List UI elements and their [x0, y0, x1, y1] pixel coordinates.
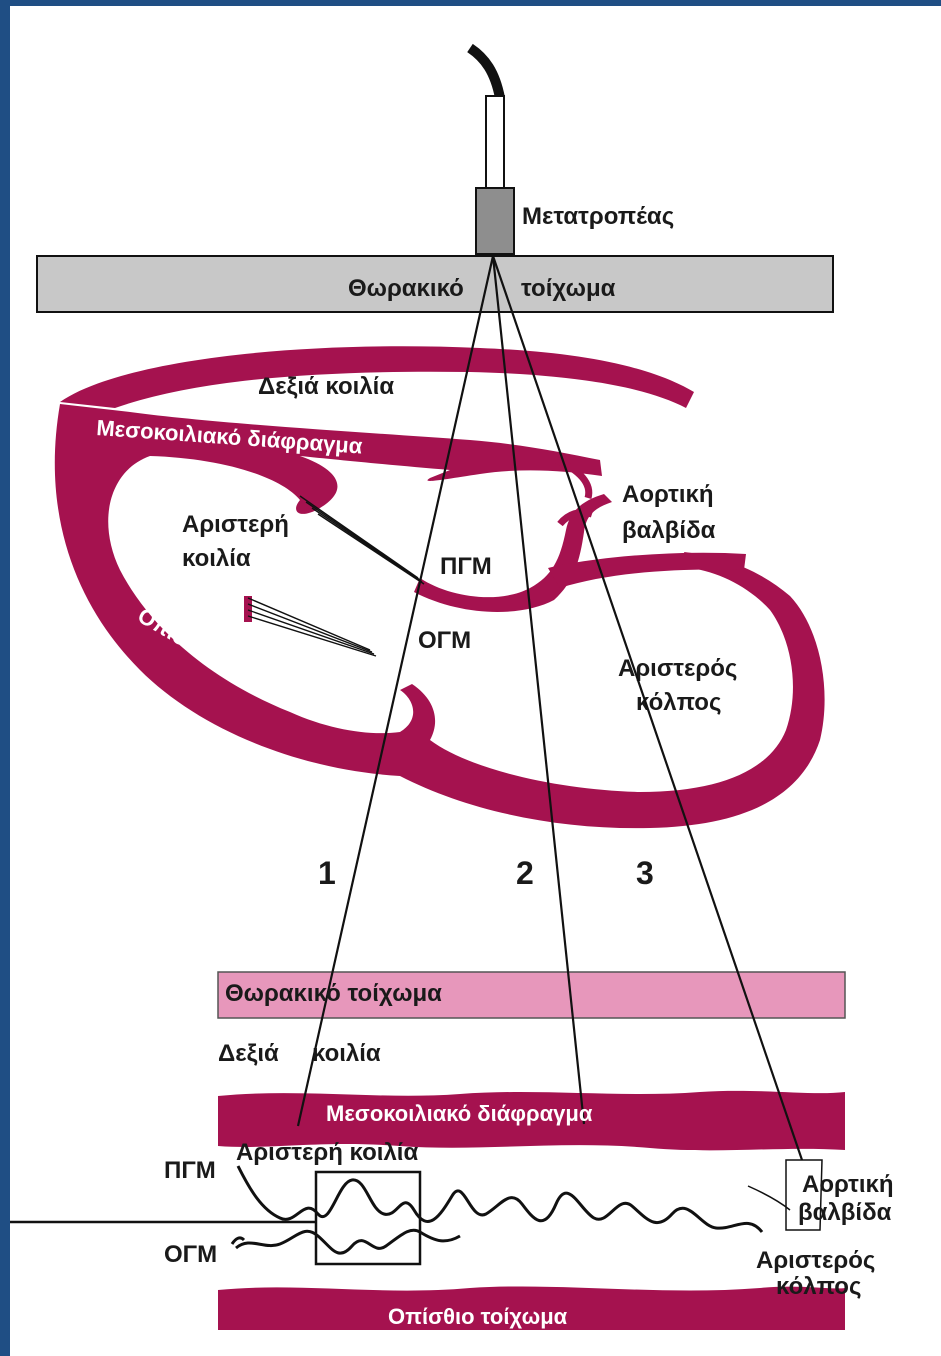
- mmode-label-aortic-1: Αορτική: [802, 1171, 894, 1198]
- chordae-upper: [300, 496, 424, 584]
- mmode-label-pmv: ΟΓΜ: [164, 1241, 217, 1268]
- label-la-1: Αριστερός: [618, 655, 737, 682]
- mmode-aortic-cusp: [748, 1186, 790, 1210]
- transducer-shaft: [486, 96, 504, 188]
- label-amv: ΠΓΜ: [440, 553, 492, 580]
- chest-wall-label-right: τοίχωμα: [521, 275, 616, 302]
- mmode-label-lv: Αριστερή κοιλία: [236, 1139, 418, 1166]
- mmode-label-rv-2: κοιλία: [312, 1040, 381, 1067]
- transducer-icon: [476, 188, 514, 254]
- label-lv-1: Αριστερή: [182, 511, 289, 538]
- beam-number-1: 1: [318, 855, 336, 891]
- label-aortic-1: Αορτική: [622, 481, 714, 508]
- mmode-label-amv: ΠΓΜ: [164, 1157, 216, 1184]
- mmode-label-la-1: Αριστερός: [756, 1247, 875, 1274]
- mmode-label-aortic-2: βαλβίδα: [798, 1199, 892, 1226]
- label-aortic-2: βαλβίδα: [622, 517, 716, 544]
- transducer-cable: [470, 48, 500, 98]
- beam-number-2: 2: [516, 855, 534, 891]
- mmode-label-chest-wall: Θωρακικό τοίχωμα: [225, 980, 442, 1007]
- label-lv-2: κοιλία: [182, 545, 251, 572]
- label-pmv: ΟΓΜ: [418, 627, 471, 654]
- transducer-label: Μετατροπέας: [522, 203, 674, 230]
- mmode-label-septum: Μεσοκοιλιακό διάφραγμα: [326, 1101, 593, 1126]
- mmode-label-posterior-wall: Οπίσθιο τοίχωμα: [388, 1304, 568, 1329]
- label-right-ventricle: Δεξιά κοιλία: [258, 373, 394, 400]
- pmv-trace: [236, 1230, 460, 1253]
- mmode-label-rv-1: Δεξιά: [218, 1040, 279, 1067]
- chest-wall-label-left: Θωρακικό: [348, 275, 464, 302]
- beam-number-3: 3: [636, 855, 654, 891]
- mmode-label-la-2: κόλπος: [776, 1273, 861, 1300]
